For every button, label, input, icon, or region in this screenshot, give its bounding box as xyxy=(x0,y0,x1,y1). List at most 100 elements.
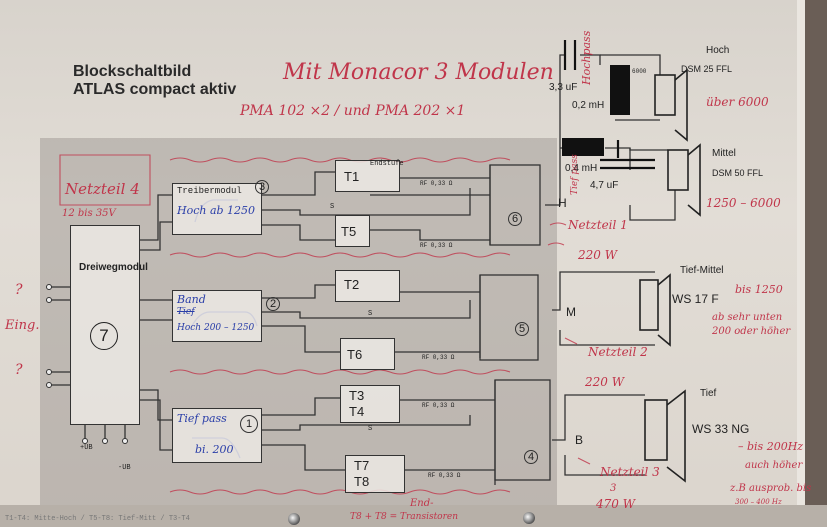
transistor-t3-t4: T3 T4 xyxy=(340,385,400,423)
note-tiefmittel-freq: bis 1250 xyxy=(735,283,783,296)
module-1-number: 1 xyxy=(240,415,258,433)
note-question-1: ? xyxy=(15,282,23,298)
module-3-box: Treibermodul Hoch ab 1250 xyxy=(172,183,262,235)
ind-mittel-label: 0,4 mH xyxy=(565,163,598,174)
input-pin-4 xyxy=(46,382,52,388)
note-netzteil4-voltage: 12 bis 35V xyxy=(62,208,116,219)
input-pin-1 xyxy=(46,284,52,290)
pin-s-2: S xyxy=(368,310,373,318)
diagram-title-line1: Blockschaltbild xyxy=(73,63,192,80)
output-4-number: 4 xyxy=(524,450,538,464)
diagram-title-line2: ATLAS compact aktiv xyxy=(73,81,237,98)
module-3-number: 3 xyxy=(255,180,269,194)
resistor-1: RF 0,33 Ω xyxy=(420,180,453,187)
transistor-t6: T6 xyxy=(340,338,395,370)
module-3-handnote: Hoch ab 1250 xyxy=(177,204,256,217)
bottom-cut-text: T1-T4: Mitte-Hoch / T5-T8: Tief-Mitt / T… xyxy=(5,515,190,523)
note-netzteil3-watt: 470 W xyxy=(596,497,636,511)
cap-hoch-label: 3,3 uF xyxy=(549,82,578,93)
speaker-tief-model: WS 33 NG xyxy=(692,422,750,436)
note-tief-1: – bis 200Hz xyxy=(738,440,804,453)
endstufe-label: Endstufe xyxy=(370,160,404,168)
output-6-number: 6 xyxy=(508,212,522,226)
module-2-number: 2 xyxy=(266,297,280,311)
input-pin-3 xyxy=(46,369,52,375)
mounting-screw-left xyxy=(288,513,300,525)
res-hoch-label: 6000 xyxy=(632,68,647,75)
background-wall xyxy=(805,0,827,527)
note-hoch-freq: über 6000 xyxy=(706,95,769,109)
paper-edge xyxy=(797,0,805,527)
mounting-screw-right xyxy=(523,512,535,524)
note-netzteil1: Netzteil 1 xyxy=(568,218,628,232)
resistor-5: RF 0,33 Ω xyxy=(428,472,461,479)
bottom-strip xyxy=(0,505,827,527)
t5-label: T5 xyxy=(341,224,357,239)
t1-label: T1 xyxy=(344,169,360,184)
resistor-2: RF 0,33 Ω xyxy=(420,242,453,249)
note-hochpass: Hochpass xyxy=(580,30,593,85)
speaker-tiefmittel-model: WS 17 F xyxy=(672,292,719,306)
note-mittel-freq: 1250 – 6000 xyxy=(706,196,781,210)
speaker-tief-title: Tief xyxy=(700,388,717,399)
module-2-handnote-2: Tief xyxy=(177,307,195,317)
supply-pin-2 xyxy=(102,438,108,444)
transistor-t7-t8: T7 T8 xyxy=(345,455,405,493)
ind-hoch-label: 0,2 mH xyxy=(572,100,605,111)
output-m-label: M xyxy=(566,305,576,319)
cap-mittel-label: 4,7 uF xyxy=(590,180,619,191)
note-end-transistoren-2: T8 + T8 = Transistoren xyxy=(350,512,459,522)
note-question-2: ? xyxy=(15,362,23,378)
dreiweg-plus-ub: +UB xyxy=(80,444,93,452)
note-tief-4: 300 – 400 Hz xyxy=(735,498,782,506)
t6-label: T6 xyxy=(347,347,363,362)
note-end-transistoren: End- xyxy=(410,498,434,509)
note-netzteil3-number: 3 xyxy=(610,483,617,494)
note-eing: Eing. xyxy=(5,318,40,333)
note-netzteil2-watt: 220 W xyxy=(585,375,625,389)
transistor-t1: T1 Endstufe xyxy=(335,160,404,192)
module-2-handnote-3: Hoch 200 – 1250 xyxy=(177,323,255,333)
resistor-3: RF 0,33 Ω xyxy=(422,354,455,361)
dreiweg-number: 7 xyxy=(90,322,118,350)
dreiweg-minus-ub: -UB xyxy=(118,464,131,472)
note-tiefmittel-1: ab sehr unten xyxy=(712,312,783,323)
t2-label: T2 xyxy=(344,277,360,292)
speaker-hoch-model: DSM 25 FFL xyxy=(681,64,733,74)
speaker-mittel-model: DSM 50 FFL xyxy=(712,168,764,178)
note-modules: Mit Monacor 3 Modulen xyxy=(283,60,554,85)
resistor-4: RF 0,33 Ω xyxy=(422,402,455,409)
output-5-number: 5 xyxy=(515,322,529,336)
note-tiefpass: Tief pass xyxy=(570,154,580,195)
speaker-tiefmittel-title: Tief-Mittel xyxy=(680,265,724,276)
module-2-handnote-1: Band xyxy=(177,293,206,306)
note-tief-3: z.B ausprob. bis xyxy=(730,483,812,494)
pin-s-3: S xyxy=(368,425,373,433)
pin-s-1: S xyxy=(330,203,335,211)
note-netzteil2: Netzteil 2 xyxy=(588,345,648,359)
t3-label: T3 xyxy=(349,388,365,403)
t7-label: T7 xyxy=(354,458,370,473)
speaker-mittel-title: Mittel xyxy=(712,148,736,159)
transistor-t5: T5 xyxy=(335,215,370,247)
treiber-label: Treibermodul xyxy=(177,186,242,196)
t4-label: T4 xyxy=(349,404,365,419)
module-1-handnote-1: Tief pass xyxy=(177,412,227,425)
input-pin-2 xyxy=(46,297,52,303)
note-pma: PMA 102 ×2 / und PMA 202 ×1 xyxy=(240,103,466,119)
note-netzteil4: Netzteil 4 xyxy=(65,180,140,198)
output-b-label: B xyxy=(575,433,584,447)
module-1-handnote-2: bi. 200 xyxy=(195,443,234,456)
note-tiefmittel-2: 200 oder höher xyxy=(712,326,791,337)
module-2-box: Band Tief Hoch 200 – 1250 xyxy=(172,290,262,342)
speaker-hoch-title: Hoch xyxy=(706,45,730,56)
t8-label: T8 xyxy=(354,474,370,489)
supply-pin-3 xyxy=(122,438,128,444)
note-netzteil1-watt: 220 W xyxy=(578,248,618,262)
transistor-t2: T2 xyxy=(335,270,400,302)
supply-pin-1 xyxy=(82,438,88,444)
note-netzteil3: Netzteil 3 xyxy=(600,465,660,479)
dreiweg-label: Dreiwegmodul xyxy=(79,262,148,273)
note-tief-2: auch höher xyxy=(745,460,803,471)
